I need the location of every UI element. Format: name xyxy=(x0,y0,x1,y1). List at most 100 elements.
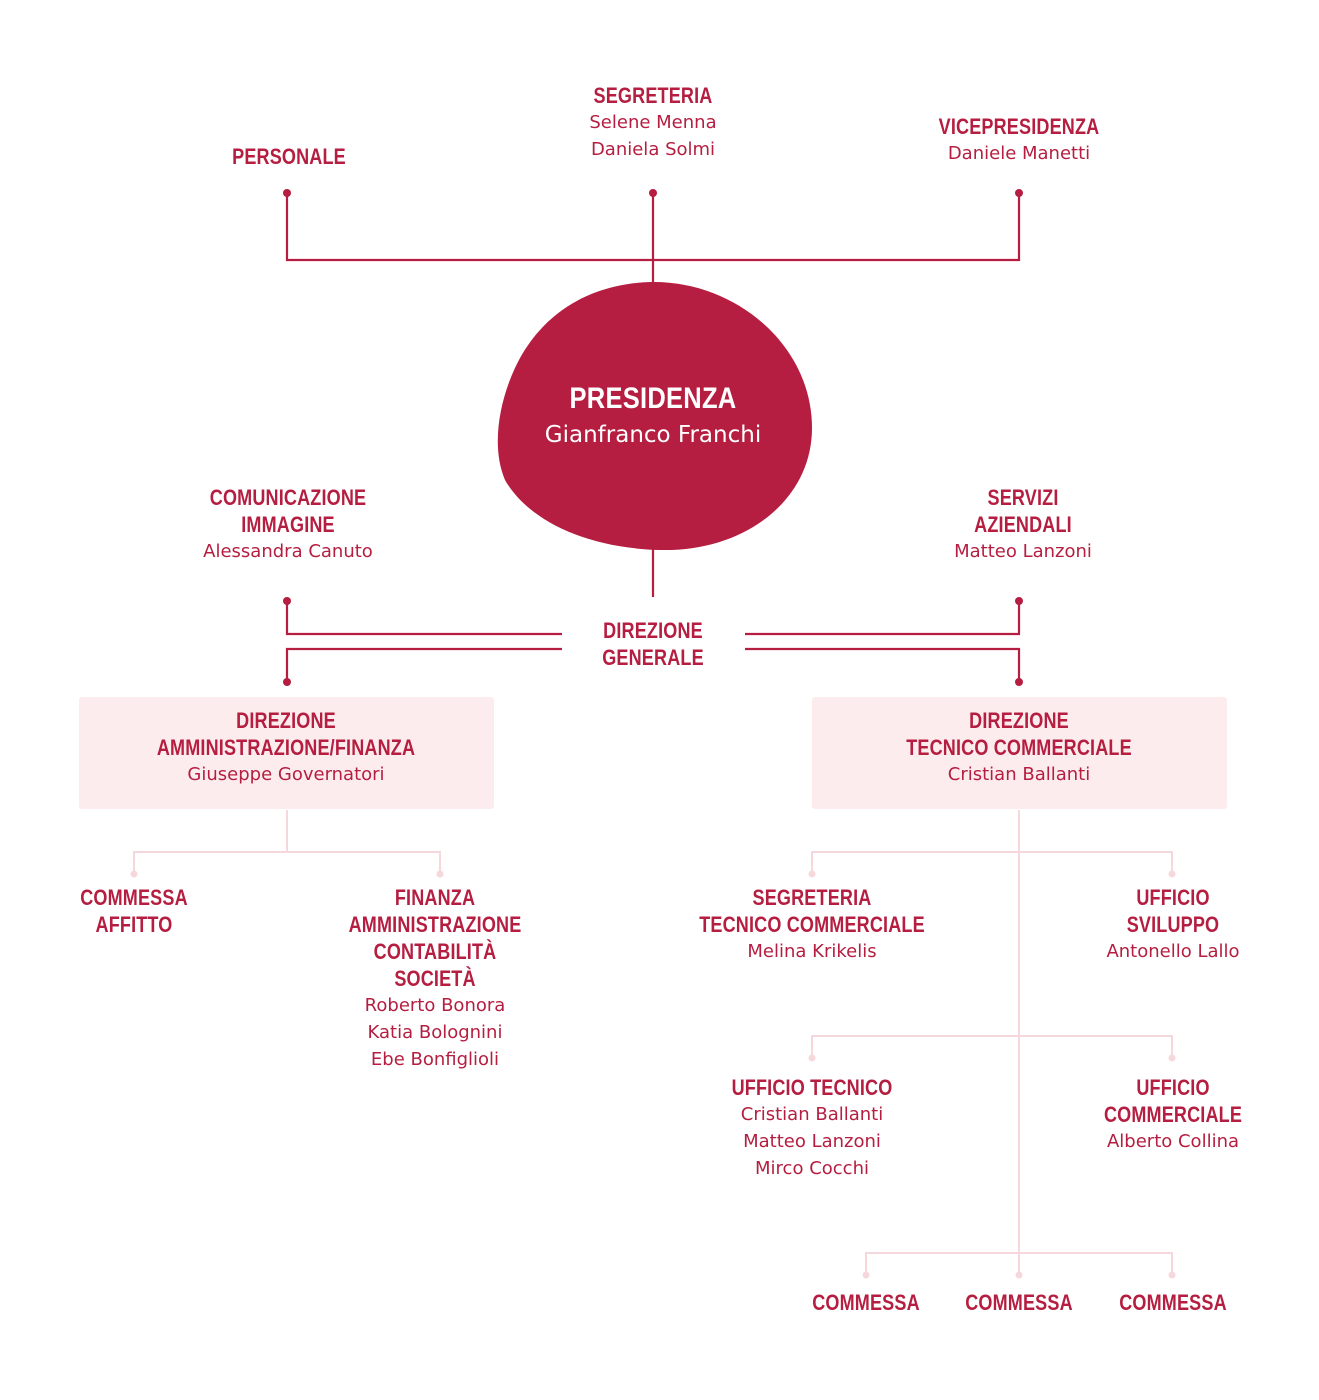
node-names: Antonello Lallo xyxy=(1106,938,1239,965)
dot-vicepresidenza xyxy=(1015,189,1023,197)
title-line: COMMESSA xyxy=(965,1290,1073,1315)
node-title: COMMESSA xyxy=(1119,1289,1227,1316)
title-line: COMMESSA xyxy=(1119,1290,1227,1315)
node-title: UFFICIO TECNICO xyxy=(732,1074,893,1101)
node-commessa-1: COMMESSA xyxy=(800,1289,931,1316)
dot-commessa-1 xyxy=(862,1271,870,1279)
node-names: Melina Krikelis xyxy=(674,938,949,965)
node-title: VICEPRESIDENZA xyxy=(939,113,1100,140)
dot-ufficio-tecnico xyxy=(808,1054,816,1062)
person-name: Melina Krikelis xyxy=(747,941,877,962)
dot-personale xyxy=(283,189,291,197)
title-line: UFFICIO xyxy=(1136,885,1210,910)
top-dots xyxy=(283,189,1023,686)
dot-commessa-affitto xyxy=(130,870,138,878)
person-name: Antonello Lallo xyxy=(1106,941,1240,962)
title-line: TECNICO COMMERCIALE xyxy=(699,912,925,937)
dot-comunicazione xyxy=(283,597,291,605)
dot-ufficio-commerciale xyxy=(1168,1054,1176,1062)
presidenza-title: PRESIDENZA xyxy=(569,382,737,415)
person-name: Matteo Lanzoni xyxy=(954,541,1092,562)
node-names: Cristian Ballanti xyxy=(881,761,1156,788)
dot-amministrazione xyxy=(283,678,291,686)
title-line: GENERALE xyxy=(602,645,704,670)
light-dots xyxy=(130,870,1176,1279)
title-line: UFFICIO TECNICO xyxy=(731,1075,893,1100)
node-title: COMMESSA xyxy=(812,1289,920,1316)
title-line: SEGRETERIA xyxy=(752,885,872,910)
person-name: Cristian Ballanti xyxy=(740,1104,884,1125)
light-connectors xyxy=(133,810,1173,1275)
person-name: Katia Bolognini xyxy=(367,1022,503,1043)
node-names: Giuseppe Governatori xyxy=(128,761,443,788)
title-line: SEGRETERIA xyxy=(593,83,713,108)
node-names: Alberto Collina xyxy=(1089,1128,1257,1155)
person-name: Selene Menna xyxy=(589,112,717,133)
tc-bracket-line-1 xyxy=(811,851,1173,874)
dot-segreteria-tc xyxy=(808,870,816,878)
title-line: VICEPRESIDENZA xyxy=(938,114,1100,139)
presidenza-blob xyxy=(497,281,812,551)
title-line: COMUNICAZIONE xyxy=(209,485,367,510)
title-line: COMMESSA xyxy=(80,885,188,910)
title-line: COMMESSA xyxy=(812,1290,920,1315)
title-line: SVILUPPO xyxy=(1126,912,1220,937)
dot-commessa-3 xyxy=(1168,1271,1176,1279)
title-line: AMMINISTRAZIONE/FINANZA xyxy=(156,735,416,760)
node-personale: PERSONALE xyxy=(220,143,359,170)
title-line: PERSONALE xyxy=(232,144,346,169)
node-commessa-2: COMMESSA xyxy=(953,1289,1084,1316)
person-name: Alessandra Canuto xyxy=(203,541,373,562)
servizi-line xyxy=(745,601,1021,636)
title-line: UFFICIO xyxy=(1136,1075,1210,1100)
title-line: DIREZIONE xyxy=(603,618,703,643)
dot-ufficio-sviluppo xyxy=(1168,870,1176,878)
title-line: AMMINISTRAZIONE xyxy=(348,912,522,937)
title-line: DIREZIONE xyxy=(969,708,1069,733)
node-commessa-3: COMMESSA xyxy=(1107,1289,1238,1316)
person-name: Mirco Cocchi xyxy=(755,1158,869,1179)
person-name: Giuseppe Governatori xyxy=(187,764,385,785)
person-name: Alberto Collina xyxy=(1106,1131,1240,1152)
commesse-bracket-line xyxy=(865,1252,1173,1275)
person-name: Roberto Bonora xyxy=(364,995,506,1016)
comunicazione-line xyxy=(285,601,562,636)
node-names: Matteo Lanzoni xyxy=(954,538,1092,565)
person-name: Matteo Lanzoni xyxy=(743,1131,881,1152)
node-title: COMMESSA xyxy=(965,1289,1073,1316)
direzione-amministrazione-box xyxy=(79,697,494,809)
title-line: SOCIETÀ xyxy=(394,966,476,991)
person-name: Ebe Bonfiglioli xyxy=(370,1049,500,1070)
dot-servizi xyxy=(1015,597,1023,605)
node-title: SEGRETERIA xyxy=(594,82,713,109)
dot-commessa-2 xyxy=(1015,1271,1023,1279)
title-line: AZIENDALI xyxy=(974,512,1072,537)
person-name: Daniele Manetti xyxy=(947,143,1091,164)
top-connectors xyxy=(285,193,1021,682)
title-line: FINANZA xyxy=(394,885,476,910)
tc-bracket-line-2 xyxy=(811,1035,1173,1058)
person-name: Cristian Ballanti xyxy=(947,764,1091,785)
